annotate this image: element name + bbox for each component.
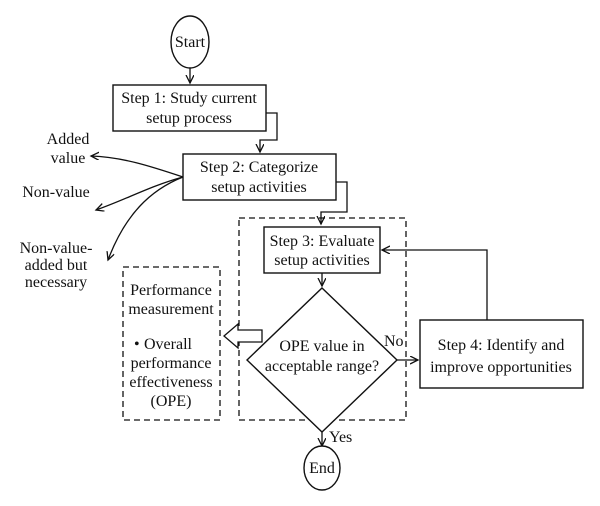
step1-line2: setup process — [146, 110, 232, 127]
step2-line1: Step 2: Categorize — [200, 159, 318, 176]
step2-line2: setup activities — [211, 179, 307, 196]
measurement-title-line1: Performance — [130, 282, 212, 299]
arrow-step1-to-step2 — [260, 112, 278, 152]
decision-line1: OPE value in — [279, 338, 364, 355]
step1-line1: Step 1: Study current — [121, 90, 257, 107]
step4-box: Step 4: Identify and improve opportuniti… — [419, 319, 584, 389]
necessary-line3: necessary — [25, 274, 87, 291]
step3-line2: setup activities — [274, 252, 370, 269]
step1-box: Step 1: Study current setup process — [112, 84, 267, 132]
category-non-value: Non-value — [22, 184, 90, 201]
step3-box: Step 3: Evaluate setup activities — [263, 226, 381, 274]
measurement-box — [122, 266, 221, 421]
end-node: End — [303, 445, 341, 491]
decision-diamond: OPE value in acceptable range? — [245, 287, 399, 433]
measurement-item-line4: (OPE) — [151, 393, 192, 410]
start-label: Start — [175, 34, 206, 51]
non-value-label: Non-value — [22, 184, 90, 201]
step3-line1: Step 3: Evaluate — [270, 233, 375, 250]
yes-label: Yes — [329, 429, 352, 446]
necessary-line2: added but — [25, 257, 88, 274]
measurement-bullet: • — [134, 336, 140, 353]
arrow-to-non-value — [96, 176, 184, 210]
measurement-item-line1: Overall — [144, 336, 193, 353]
measurement-text: Performance measurement • Overall perfor… — [128, 282, 214, 410]
decision-line2: acceptable range? — [265, 358, 379, 375]
end-label: End — [309, 460, 335, 477]
hollow-arrow-to-measurement — [223, 322, 263, 350]
step4-line1: Step 4: Identify and — [438, 337, 565, 354]
arrow-step4-to-step3 — [382, 250, 488, 320]
measurement-title-line2: measurement — [128, 301, 214, 318]
arrow-to-non-value-necessary — [108, 176, 184, 260]
measurement-item-line3: effectiveness — [129, 374, 212, 391]
step4-line2: improve opportunities — [430, 359, 572, 376]
no-label: No — [384, 333, 404, 350]
added-value-line2: value — [51, 150, 86, 167]
added-value-line1: Added — [47, 131, 90, 148]
category-non-value-added-necessary: Non-value- added but necessary — [20, 240, 93, 291]
start-node: Start — [170, 15, 210, 69]
arrow-step2-to-step3 — [321, 181, 348, 224]
step2-box: Step 2: Categorize setup activities — [182, 153, 337, 201]
necessary-line1: Non-value- — [20, 240, 93, 257]
arrow-to-added-value — [91, 156, 184, 178]
category-added-value: Added value — [47, 131, 90, 167]
measurement-item-line2: performance — [131, 355, 212, 372]
